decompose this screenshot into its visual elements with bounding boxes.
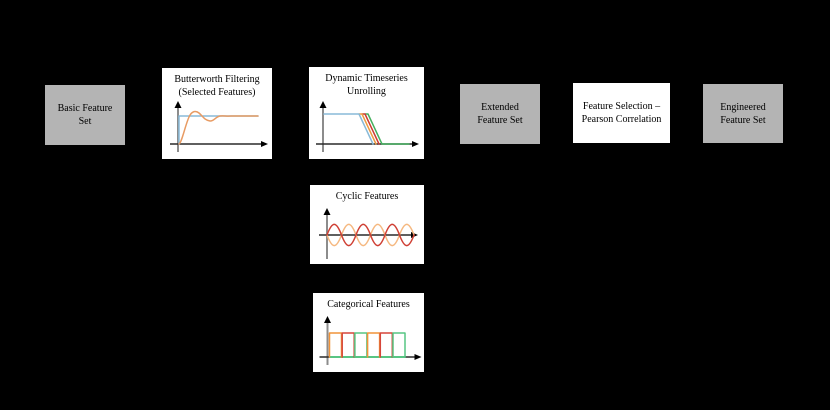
ramp-unroll-plot-icon (316, 101, 419, 152)
y-axis-arrowhead (319, 101, 327, 108)
node-label: Feature Selection – Pearson Correlation (582, 100, 662, 126)
ramp-line-green (364, 113, 410, 145)
ramp-line-red (361, 113, 380, 145)
label-line: Unrolling (347, 86, 386, 97)
label-line: Engineered (720, 101, 766, 113)
x-axis-arrowhead (414, 354, 422, 360)
label-line: Extended (481, 102, 519, 113)
label-line: Cyclic Features (335, 191, 399, 202)
label-line: Feature Set (477, 115, 523, 126)
pulse-green-2 (392, 332, 406, 358)
pulse-red-2 (379, 332, 394, 358)
node-label: Butterworth Filtering (Selected Features) (174, 73, 259, 99)
y-axis-arrowhead (323, 208, 331, 215)
y-axis-arrowhead (324, 316, 331, 323)
label-line: (Selected Features) (178, 87, 256, 98)
x-axis-arrowhead (261, 141, 268, 147)
filtered-response-curve (178, 110, 259, 145)
node-label: Cyclic Features (336, 190, 398, 203)
x-axis-arrowhead (412, 141, 419, 147)
sine-wave-red (326, 223, 415, 247)
label-line: Set (78, 116, 92, 127)
node-feature-selection-pearson: Feature Selection – Pearson Correlation (572, 82, 671, 144)
pulse-orange-1 (328, 332, 343, 358)
label-line: Pearson Correlation (581, 114, 662, 125)
ramp-line-blue (323, 113, 374, 145)
pulse-green-1 (354, 332, 368, 358)
node-label: Categorical Features (327, 298, 409, 311)
pulse-red-1 (341, 332, 355, 358)
label-line: Dynamic Timeseries (325, 73, 408, 84)
label-line: Basic Feature (57, 103, 113, 114)
label-line: Feature Selection – (582, 101, 661, 112)
step-input-line (178, 115, 259, 145)
square-pulses-plot-icon (319, 316, 422, 365)
node-categorical-features: Categorical Features (312, 292, 425, 373)
label-line: Butterworth Filtering (174, 74, 260, 85)
ramp-line-orange (358, 113, 377, 145)
pulse-orange-2 (366, 332, 381, 358)
y-axis-arrowhead (174, 101, 182, 108)
label-line: Feature Set (720, 114, 766, 126)
label-line: Categorical Features (327, 299, 410, 310)
node-cyclic-features: Cyclic Features (309, 184, 425, 265)
sine-waves-plot-icon (319, 208, 418, 259)
step-response-plot-icon (170, 101, 268, 152)
node-butterworth-filtering: Butterworth Filtering (Selected Features) (161, 67, 273, 160)
